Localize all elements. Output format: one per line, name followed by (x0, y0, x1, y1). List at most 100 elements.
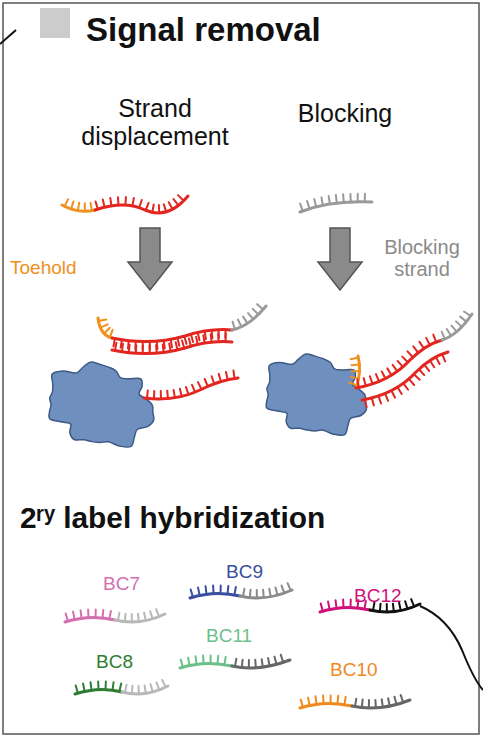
base-tick (227, 586, 230, 594)
base-tick (349, 383, 357, 385)
base-tick (308, 698, 310, 706)
base-tick (233, 371, 234, 379)
section-heading: 2ʳʸ label hybridization (20, 502, 480, 535)
base-tick (235, 659, 236, 667)
base-tick (198, 382, 201, 389)
base-tick (210, 655, 212, 663)
base-tick (233, 322, 235, 330)
base-tick (153, 391, 155, 399)
base-tick (352, 370, 360, 372)
base-tick (128, 345, 131, 353)
base-tick (225, 334, 227, 342)
base-tick (65, 199, 68, 206)
base-tick (393, 365, 398, 371)
base-tick (394, 697, 396, 705)
base-tick (328, 602, 330, 610)
base-tick (224, 657, 225, 665)
base-tick (142, 346, 144, 354)
process-arrow (128, 228, 172, 290)
base-tick (87, 610, 89, 618)
base-tick (321, 603, 323, 611)
base-tick (150, 611, 152, 619)
base-tick (196, 656, 197, 664)
base-tick (376, 374, 379, 381)
base-tick (401, 695, 404, 703)
base-tick (169, 202, 173, 209)
base-tick (110, 198, 111, 206)
base-tick (243, 589, 244, 597)
base-tick (117, 197, 119, 205)
base-tick (146, 390, 149, 398)
base-tick (322, 696, 324, 704)
base-tick (424, 365, 429, 371)
barcode-label: BC7 (103, 574, 163, 595)
barcode-label: BC8 (96, 652, 156, 673)
dna-strand (112, 330, 232, 342)
base-tick (105, 681, 107, 689)
base-tick (350, 599, 352, 607)
base-tick (177, 338, 179, 346)
dna-strand (442, 314, 472, 340)
base-tick (254, 660, 257, 668)
base-tick (83, 684, 85, 692)
base-tick (442, 354, 445, 361)
base-tick (95, 609, 97, 617)
base-tick (146, 203, 149, 210)
base-tick (419, 369, 424, 375)
dna-strand (65, 617, 115, 622)
base-tick (269, 589, 270, 597)
base-tick (71, 201, 73, 209)
base-tick (104, 328, 110, 334)
base-tick (307, 201, 309, 209)
dna-strand (352, 700, 410, 708)
protein (49, 362, 154, 447)
base-tick (160, 391, 162, 399)
base-tick (212, 586, 214, 594)
base-tick (248, 660, 250, 668)
base-tick (407, 351, 412, 357)
base-tick (135, 345, 137, 353)
base-tick (139, 200, 142, 208)
base-tick (180, 389, 182, 397)
base-tick (189, 339, 191, 347)
base-tick (368, 700, 370, 708)
base-tick (344, 697, 345, 705)
base-tick (198, 333, 200, 341)
base-tick (413, 346, 418, 352)
base-tick (226, 372, 228, 380)
dna-strand (95, 196, 188, 213)
base-tick (151, 684, 153, 692)
base-tick (414, 374, 420, 380)
base-tick (329, 196, 330, 204)
base-tick (166, 391, 169, 399)
base-tick (158, 205, 160, 213)
base-tick (113, 339, 114, 347)
base-tick (122, 344, 123, 352)
base-tick (217, 334, 219, 342)
base-tick (378, 396, 381, 404)
base-tick (316, 696, 317, 704)
barcode-label: BC9 (226, 562, 286, 583)
column-heading: Blocking (290, 100, 400, 128)
base-tick (119, 684, 121, 692)
base-tick (66, 613, 68, 621)
base-tick (256, 590, 258, 598)
base-tick (110, 330, 113, 338)
base-tick (357, 380, 359, 388)
barcode-label: BC10 (330, 660, 400, 681)
base-tick (268, 658, 270, 666)
base-tick (342, 194, 345, 202)
base-tick (288, 583, 291, 590)
base-tick (249, 590, 252, 598)
base-tick (388, 698, 390, 706)
base-tick (355, 699, 356, 707)
panel-arrow (0, 30, 16, 44)
base-tick (274, 657, 276, 665)
base-tick (335, 195, 338, 203)
barcode-label: BC12 (354, 586, 424, 607)
base-tick (436, 357, 440, 364)
base-tick (452, 326, 457, 332)
base-tick (336, 600, 337, 608)
base-tick (164, 204, 166, 212)
base-tick (374, 700, 376, 708)
